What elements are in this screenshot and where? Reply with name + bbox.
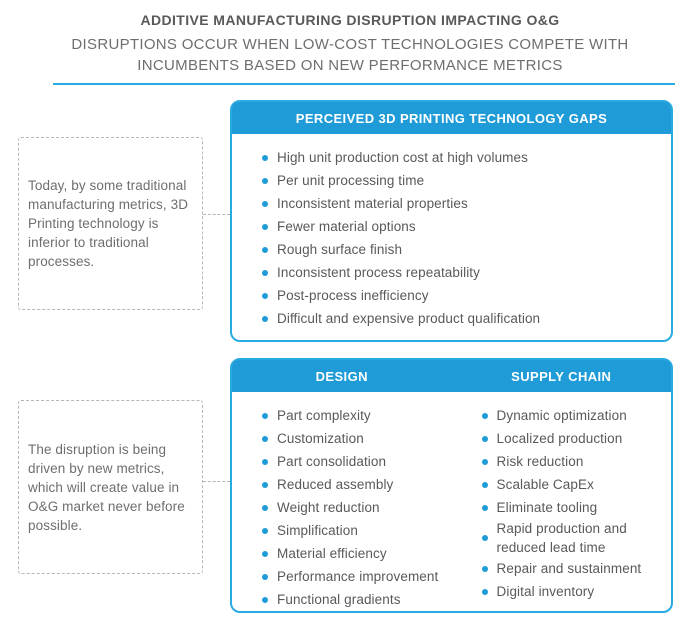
design-column-title: DESIGN: [315, 368, 368, 384]
gaps-note-text: Today, by some traditional manufacturing…: [28, 178, 189, 269]
page-title: ADDITIVE MANUFACTURING DISRUPTION IMPACT…: [140, 12, 560, 28]
metrics-note-connector: [203, 481, 230, 482]
gaps-note-box: Today, by some traditional manufacturing…: [18, 137, 203, 310]
list-item-label: Rapid production and reduced lead time: [496, 521, 627, 555]
list-item-label: Eliminate tooling: [496, 500, 598, 515]
list-item: Scalable CapEx: [481, 473, 672, 496]
bullet-icon: [481, 588, 488, 595]
list-item-label: Rough surface finish: [277, 242, 403, 257]
page-subtitle-line1: DISRUPTIONS OCCUR WHEN LOW-COST TECHNOLO…: [71, 36, 629, 53]
bullet-icon: [481, 504, 488, 511]
list-item: Part consolidation: [262, 450, 452, 473]
list-item-label: Difficult and expensive product qualific…: [277, 311, 541, 326]
bullet-icon: [262, 177, 268, 184]
list-item: Simplification: [262, 519, 452, 542]
bullet-icon: [481, 481, 488, 488]
bullet-icon: [262, 246, 268, 253]
list-item-label: Reduced assembly: [277, 477, 394, 492]
list-item-label: Material efficiency: [277, 546, 387, 561]
page-subtitle: DISRUPTIONS OCCUR WHEN LOW-COST TECHNOLO…: [0, 34, 700, 76]
bullet-icon: [262, 292, 268, 299]
list-item: High unit production cost at high volume…: [262, 146, 665, 169]
list-item-label: Customization: [277, 431, 364, 446]
bullet-icon: [262, 223, 268, 230]
bullet-icon: [262, 504, 268, 511]
list-item: Functional gradients: [262, 588, 452, 611]
list-item: Rough surface finish: [262, 238, 665, 261]
list-item-label: Performance improvement: [277, 569, 439, 584]
list-item-label: Weight reduction: [277, 500, 380, 515]
gaps-panel-title: PERCEIVED 3D PRINTING TECHNOLOGY GAPS: [295, 110, 608, 126]
list-item: Localized production: [481, 427, 672, 450]
bullet-icon: [262, 154, 268, 161]
list-item: Customization: [262, 427, 452, 450]
list-item-label: Repair and sustainment: [496, 561, 642, 576]
list-item: Risk reduction: [481, 450, 672, 473]
bullet-icon: [481, 435, 488, 442]
list-item-label: Simplification: [277, 523, 358, 538]
list-item-label: Part complexity: [277, 408, 371, 423]
gaps-list: High unit production cost at high volume…: [232, 134, 671, 330]
bullet-icon: [262, 458, 268, 465]
list-item: Inconsistent process repeatability: [262, 261, 665, 284]
bullet-icon: [481, 458, 488, 465]
list-item-label: Dynamic optimization: [496, 408, 627, 423]
bullet-icon: [481, 535, 488, 541]
bullet-icon: [262, 200, 268, 207]
bullet-icon: [262, 573, 268, 580]
supply-chain-column-title: SUPPLY CHAIN: [511, 368, 612, 384]
list-item-label: Inconsistent material properties: [277, 196, 468, 211]
list-item-label: Part consolidation: [277, 454, 387, 469]
bullet-icon: [262, 596, 268, 603]
bullet-icon: [262, 481, 268, 488]
metrics-note-text: The disruption is being driven by new me…: [28, 441, 185, 533]
bullet-icon: [262, 550, 268, 557]
list-item-label: Post-process inefficiency: [277, 288, 429, 303]
page-subtitle-line2: INCUMBENTS BASED ON NEW PERFORMANCE METR…: [137, 57, 563, 74]
list-item: Performance improvement: [262, 565, 452, 588]
list-item: Weight reduction: [262, 496, 452, 519]
list-item: Dynamic optimization: [481, 404, 672, 427]
bullet-icon: [481, 412, 488, 419]
header-divider: [53, 83, 675, 85]
list-item: Material efficiency: [262, 542, 452, 565]
metrics-note-box: The disruption is being driven by new me…: [18, 400, 203, 574]
list-item: Inconsistent material properties: [262, 192, 665, 215]
list-item-label: Localized production: [496, 431, 623, 446]
bullet-icon: [262, 315, 268, 322]
bullet-icon: [262, 527, 268, 534]
list-item-label: High unit production cost at high volume…: [277, 150, 528, 165]
bullet-icon: [262, 435, 268, 442]
list-item: Digital inventory: [481, 580, 672, 603]
list-item-label: Fewer material options: [277, 219, 416, 234]
bullet-icon: [262, 412, 268, 419]
list-item-label: Digital inventory: [496, 584, 595, 599]
list-item-label: Functional gradients: [277, 592, 401, 607]
list-item-label: Per unit processing time: [277, 173, 425, 188]
list-item-label: Inconsistent process repeatability: [277, 265, 481, 280]
metrics-panel-header: DESIGN SUPPLY CHAIN: [232, 360, 671, 392]
list-item: Fewer material options: [262, 215, 665, 238]
list-item: Per unit processing time: [262, 169, 665, 192]
list-item: Rapid production and reduced lead time: [481, 519, 672, 557]
gaps-note-connector: [203, 214, 230, 215]
gaps-panel: PERCEIVED 3D PRINTING TECHNOLOGY GAPS Hi…: [230, 100, 673, 342]
list-item-label: Scalable CapEx: [496, 477, 594, 492]
bullet-icon: [481, 565, 488, 572]
list-item-label: Risk reduction: [496, 454, 584, 469]
gaps-panel-header: PERCEIVED 3D PRINTING TECHNOLOGY GAPS: [232, 102, 671, 134]
list-item: Eliminate tooling: [481, 496, 672, 519]
list-item: Part complexity: [262, 404, 452, 427]
list-item: Reduced assembly: [262, 473, 452, 496]
list-item: Difficult and expensive product qualific…: [262, 307, 665, 330]
list-item: Post-process inefficiency: [262, 284, 665, 307]
list-item: Repair and sustainment: [481, 557, 672, 580]
bullet-icon: [262, 269, 268, 276]
